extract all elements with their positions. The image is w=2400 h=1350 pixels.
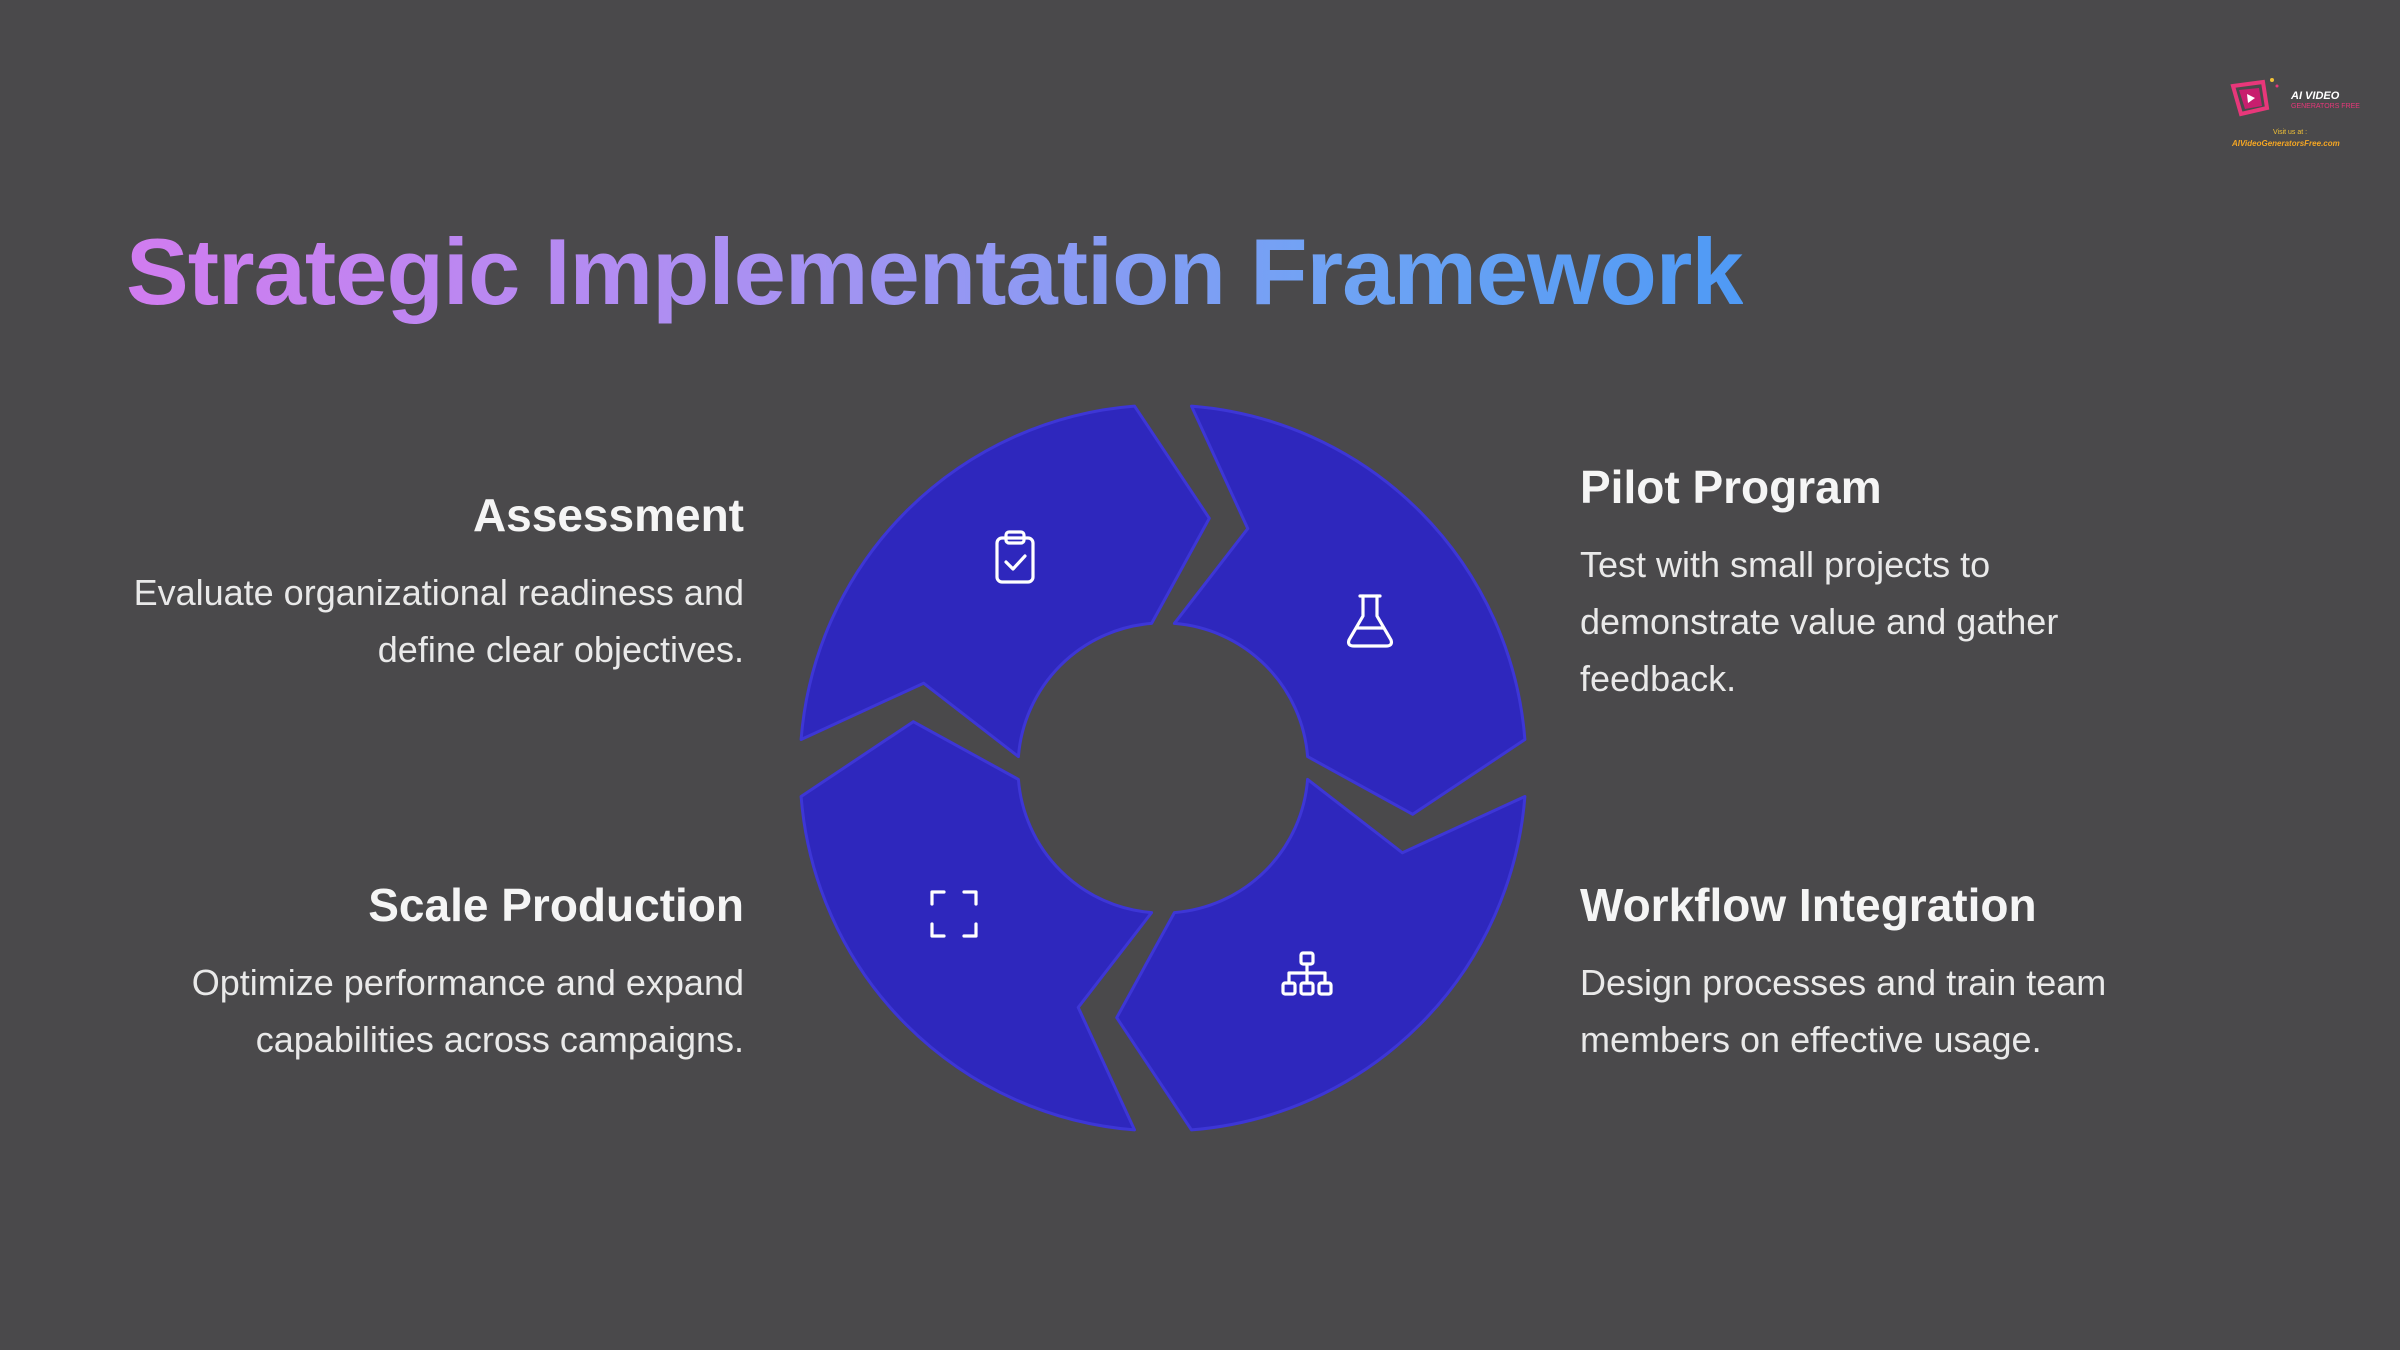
step-description: Test with small projects to demonstrate …	[1580, 544, 2059, 699]
brand-logo: AI VIDEO GENERATORS FREE Visit us at : A…	[2225, 72, 2375, 154]
clipboard-check-icon	[995, 530, 1035, 584]
step-assessment: Assessment Evaluate organizational readi…	[120, 488, 744, 678]
expand-icon	[930, 890, 978, 938]
page-title: Strategic Implementation Framework	[126, 219, 1744, 324]
step-description: Design processes and train team members …	[1580, 962, 2107, 1060]
logo-icon	[2230, 78, 2279, 117]
hierarchy-icon	[1281, 951, 1333, 996]
step-title: Pilot Program	[1580, 461, 1882, 513]
segment-workflow-integration	[1115, 777, 1527, 1132]
step-title: Assessment	[472, 489, 744, 541]
step-title: Scale Production	[368, 879, 744, 931]
step-description: Evaluate organizational readiness and de…	[133, 572, 744, 670]
step-scale-production: Scale Production Optimize performance an…	[120, 878, 744, 1068]
flask-icon	[1346, 594, 1394, 648]
step-workflow-integration: Workflow Integration Design processes an…	[1580, 878, 2180, 1068]
step-title: Workflow Integration	[1580, 879, 2037, 931]
segment-pilot-program	[1172, 404, 1527, 816]
step-description: Optimize performance and expand capabili…	[191, 962, 744, 1060]
step-pilot-program: Pilot Program Test with small projects t…	[1580, 460, 2180, 707]
